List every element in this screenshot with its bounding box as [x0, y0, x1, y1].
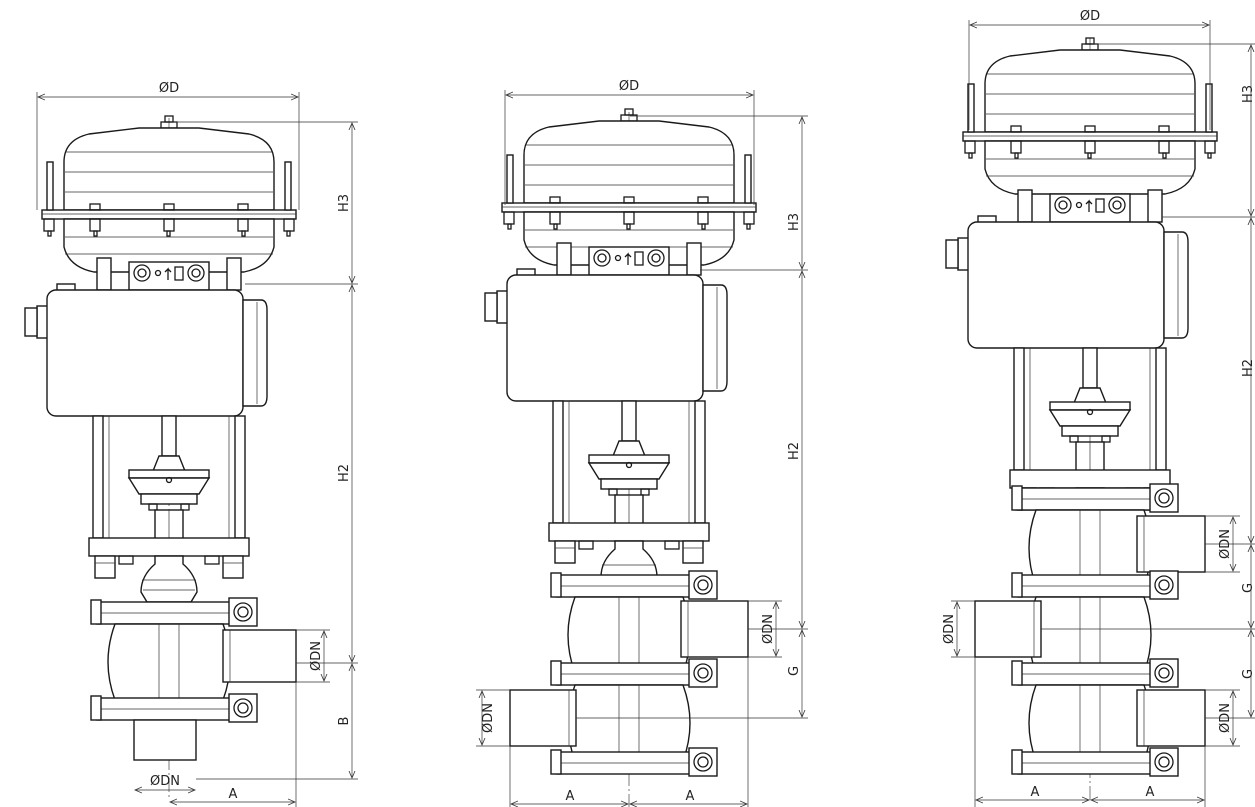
clamp-upper: [90, 597, 258, 627]
dim-h3: H3: [787, 213, 802, 231]
view-left: ØD H3 H2 B ØDN ØDN A: [24, 81, 358, 807]
positioner-yoke: [484, 242, 728, 588]
valve-body-upper: [567, 596, 691, 674]
outlet-pipe-right: [680, 600, 749, 658]
positioner-yoke: [24, 257, 268, 603]
dim-h3: H3: [1241, 85, 1255, 103]
valve-body-2: [1028, 596, 1152, 674]
clamp-4: [1011, 747, 1179, 777]
valve-body-lower: [567, 684, 691, 762]
dim-dn-right-bottom: ØDN: [1218, 703, 1233, 733]
outlet-pipe-right-bottom: [1136, 689, 1206, 747]
dim-dn-right-top: ØDN: [1218, 529, 1233, 559]
dim-dn-left: ØDN: [481, 703, 496, 733]
dim-h2: H2: [337, 464, 352, 482]
dim-a-left: A: [1031, 785, 1040, 800]
dim-diameter-d: ØD: [1080, 9, 1100, 24]
dim-a-left: A: [566, 789, 575, 804]
valve-body-3: [1028, 684, 1152, 762]
dim-a: A: [229, 787, 238, 802]
clamp-upper: [550, 570, 718, 600]
clamp-1: [1011, 483, 1179, 513]
dim-h2: H2: [1241, 359, 1255, 377]
dim-a-right: A: [686, 789, 695, 804]
view-right: ØD H3 H2 G G ØDN ØDN ØDN A A: [942, 9, 1255, 807]
outlet-pipe-left: [974, 600, 1042, 658]
clamp-2: [1011, 570, 1179, 600]
view-middle: ØD H3 H2 G ØDN ØDN A A: [476, 79, 808, 807]
dim-dn-side: ØDN: [309, 641, 324, 671]
dim-h3: H3: [337, 194, 352, 212]
dim-diameter-d: ØD: [619, 79, 639, 94]
valve-body: [107, 623, 231, 701]
actuator-diaphragm: [962, 37, 1218, 195]
outlet-pipe-right-top: [1136, 515, 1206, 573]
dim-g: G: [787, 666, 802, 676]
actuator-diaphragm: [41, 115, 297, 273]
outlet-pipe: [222, 629, 297, 683]
dim-diameter-d: ØD: [159, 81, 179, 96]
positioner-yoke: [945, 189, 1189, 535]
dim-g-upper: G: [1241, 583, 1255, 593]
bottom-pipe: [133, 719, 197, 761]
dim-b: B: [337, 717, 352, 726]
dim-a-right: A: [1146, 785, 1155, 800]
dim-dn-right: ØDN: [761, 614, 776, 644]
dim-g-lower: G: [1241, 669, 1255, 679]
clamp-lower: [90, 693, 258, 723]
dim-h2: H2: [787, 442, 802, 460]
actuator-diaphragm: [501, 108, 757, 266]
clamp-middle: [550, 658, 718, 688]
dim-dn-left: ØDN: [942, 614, 957, 644]
clamp-lower: [550, 747, 718, 777]
clamp-3: [1011, 658, 1179, 688]
outlet-pipe-left: [509, 689, 577, 747]
dim-dn-bottom: ØDN: [150, 774, 180, 789]
